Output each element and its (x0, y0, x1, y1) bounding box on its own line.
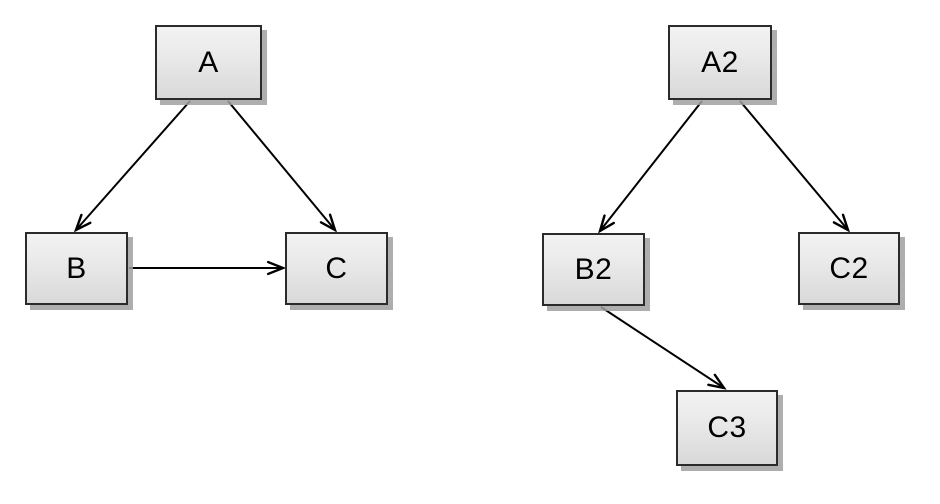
edge-line (599, 100, 703, 232)
arrowhead-icon (319, 213, 338, 233)
node-label: A2 (701, 45, 739, 79)
edge-line (75, 100, 191, 231)
node-label: C (325, 251, 348, 285)
edge-a2-to-b2 (598, 100, 703, 234)
arrowhead-icon (598, 214, 616, 234)
node-b2[interactable]: B2 (542, 233, 645, 306)
node-a[interactable]: A (155, 25, 262, 100)
edge-line (227, 100, 336, 231)
edge-line (600, 306, 725, 389)
edge-a2-to-c2 (739, 100, 851, 233)
arrowhead-icon (832, 213, 851, 233)
edge-b-to-c (129, 260, 287, 276)
node-b[interactable]: B (25, 232, 128, 305)
arrowhead-icon (266, 260, 287, 276)
arrowhead-icon (707, 373, 727, 390)
edge-line (739, 100, 849, 231)
edge-b2-to-c3 (600, 306, 727, 390)
node-label: B (66, 251, 87, 285)
node-c2[interactable]: C2 (798, 232, 900, 305)
arrowhead-icon (73, 213, 92, 233)
node-a2[interactable]: A2 (668, 25, 772, 100)
node-label: C2 (829, 251, 869, 285)
node-c3[interactable]: C3 (676, 390, 778, 466)
edge-a-to-c (227, 100, 338, 233)
node-label: B2 (574, 252, 613, 286)
edge-a-to-b (73, 100, 191, 233)
node-label: A (198, 45, 219, 79)
node-c[interactable]: C (285, 232, 388, 305)
node-label: C3 (707, 411, 747, 444)
